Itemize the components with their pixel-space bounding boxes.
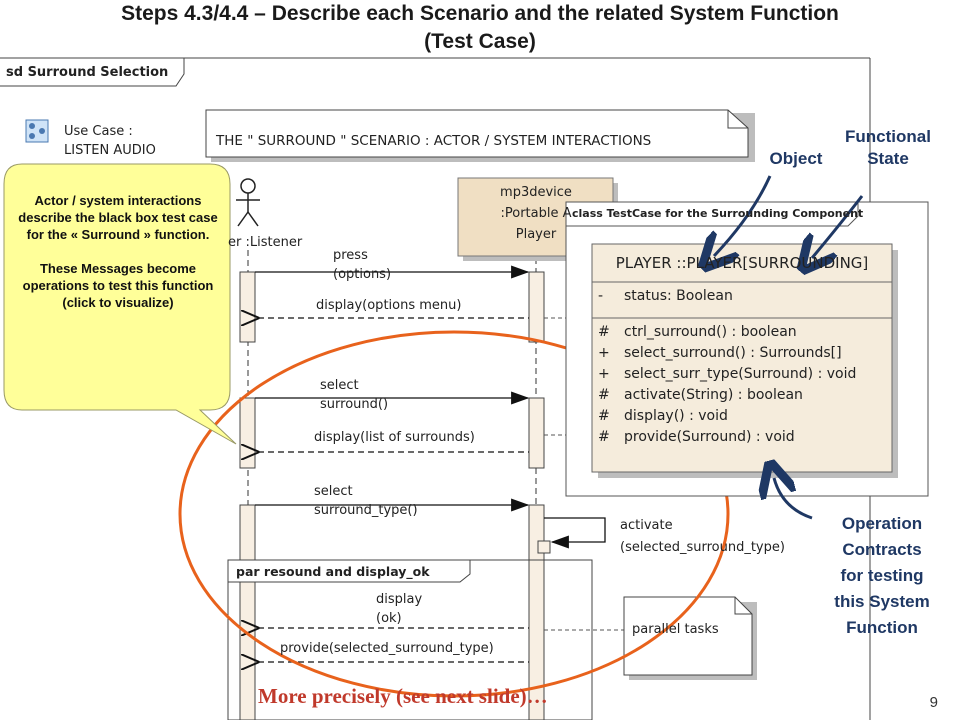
par-fragment-label: par resound and display_ok [236, 564, 430, 579]
operation-contracts-line: this System [834, 592, 930, 611]
message-label: press [333, 248, 368, 263]
next-slide-link[interactable]: More precisely (see next slide)… [258, 684, 548, 708]
device-label-line2: :Portable A [500, 206, 572, 221]
callout-paragraph-2: These Messages become operations to test… [22, 261, 214, 310]
class-attribute: - status: Boolean [598, 288, 733, 304]
operation-text: select_surr_type(Surround) : void [624, 366, 857, 382]
device-label-line3: Player [515, 227, 557, 242]
page-number: 9 [929, 694, 938, 711]
class-operations: # ctrl_surround() : boolean + select_surro… [598, 324, 856, 450]
sd-frame-label: sd Surround Selection [6, 65, 169, 80]
class-operation: + select_surr_type(Surround) : void [598, 366, 856, 387]
message-label: surround_type() [314, 503, 418, 518]
functional-state-label: Functional State [836, 126, 940, 170]
use-case-label-line2: LISTEN AUDIO [64, 143, 156, 158]
message-label: provide(selected_surround_type) [280, 641, 494, 656]
callout-paragraph-1: Actor / system interactions describe the… [18, 193, 218, 242]
use-case-label-line1: Use Case : [64, 124, 133, 139]
message-label: surround() [320, 397, 389, 412]
object-label: Object [769, 149, 823, 168]
device-activations [528, 271, 551, 720]
operation-text: provide(Surround) : void [624, 429, 795, 445]
operation-contracts-line: Contracts [842, 540, 922, 559]
class-operation: # provide(Surround) : void [598, 429, 856, 450]
callout-text: Actor / system interactions describe the… [16, 192, 220, 311]
par-fragment [227, 559, 593, 720]
operation-contracts-label: Operation Contracts for testing this Sys… [808, 511, 956, 641]
message-label: display(list of surrounds) [314, 430, 475, 445]
slide-title-line1: Steps 4.3/4.4 – Describe each Scenario a… [121, 2, 839, 25]
operation-contracts-line: for testing [840, 566, 924, 585]
operation-text: ctrl_surround() : boolean [624, 324, 797, 340]
visibility-marker: # [598, 324, 610, 340]
message-label: (options) [333, 267, 392, 282]
actor-figure [236, 178, 260, 227]
attribute-text: status: Boolean [624, 288, 733, 304]
slide-title: Steps 4.3/4.4 – Describe each Scenario a… [0, 0, 960, 56]
class-operation: # activate(String) : boolean [598, 387, 856, 408]
visibility-marker: # [598, 429, 610, 445]
class-operation: # display() : void [598, 408, 856, 429]
class-frame-label: class TestCase for the Surrounding Compo… [572, 207, 864, 220]
message-label: (ok) [376, 611, 402, 626]
visibility-marker: # [598, 408, 610, 424]
message-arrows [255, 265, 606, 662]
parallel-note [623, 596, 757, 680]
operation-contracts-line: Function [846, 618, 918, 637]
callout-bubble [3, 163, 237, 445]
functional-state-line1: Functional [845, 127, 931, 146]
class-operation: + select_surround() : Surrounds[] [598, 345, 856, 366]
use-case-icon [25, 119, 49, 143]
message-label: (selected_surround_type) [620, 540, 785, 555]
highlight-ellipse [178, 330, 730, 698]
blue-arrows [714, 175, 864, 520]
operation-text: activate(String) : boolean [624, 387, 803, 403]
sd-frame [0, 57, 871, 720]
visibility-marker: + [598, 366, 610, 382]
operation-contracts-line: Operation [841, 514, 923, 533]
message-label: display [376, 592, 423, 607]
message-label: activate [620, 518, 673, 533]
visibility-marker: - [598, 288, 604, 304]
message-label: select [320, 378, 359, 393]
functional-state-line2: State [867, 149, 909, 168]
slide-title-line2: (Test Case) [424, 30, 536, 53]
visibility-marker: # [598, 387, 610, 403]
message-label: select [314, 484, 353, 499]
parallel-note-text: parallel tasks [632, 622, 719, 637]
actor-label: er :Listener [228, 235, 303, 250]
message-label: display(options menu) [316, 298, 462, 313]
class-name: PLAYER ::PLAYER[SURROUNDING] [615, 254, 869, 272]
scenario-note [205, 109, 755, 162]
device-label-line1: mp3device [500, 185, 572, 200]
visibility-marker: + [598, 345, 610, 361]
class-box [591, 243, 898, 478]
class-operation: # ctrl_surround() : boolean [598, 324, 856, 345]
scenario-note-text: THE " SURROUND " SCENARIO : ACTOR / SYST… [216, 133, 652, 149]
operation-text: select_surround() : Surrounds[] [624, 345, 842, 361]
operation-text: display() : void [624, 408, 728, 424]
